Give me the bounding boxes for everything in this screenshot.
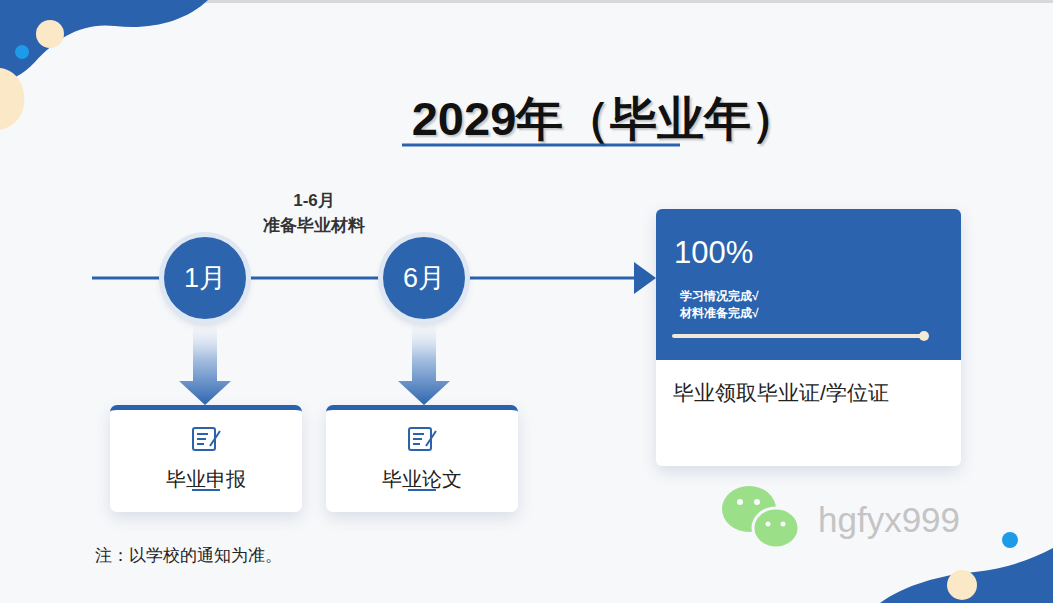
progress-knob — [919, 331, 929, 341]
result-text: 毕业领取毕业证/学位证 — [673, 379, 889, 407]
progress-bar — [674, 334, 924, 338]
connector — [398, 319, 450, 405]
form-icon — [409, 428, 436, 450]
timeline-stub — [92, 277, 165, 280]
icon-line — [413, 443, 420, 445]
period-label: 准备毕业材料 — [234, 214, 394, 237]
form-icon — [193, 428, 220, 450]
circle-text: 6月 — [403, 260, 445, 296]
connector — [246, 278, 383, 279]
icon-pen — [426, 431, 436, 446]
eye — [754, 499, 760, 505]
status-text: 学习情况完成√ — [680, 288, 759, 305]
eye — [766, 522, 771, 527]
icon-line — [413, 433, 424, 435]
text-underline — [192, 489, 220, 491]
block-arrow — [179, 319, 231, 405]
connector — [465, 262, 656, 294]
connector — [179, 319, 231, 405]
slide-title: 2029年（毕业年） — [380, 88, 830, 151]
icon-line — [197, 433, 208, 435]
task-box: 毕业论文 — [326, 405, 518, 512]
period-label: 1-6月 — [254, 189, 374, 212]
status-text: 材料准备完成√ — [680, 305, 759, 322]
timeline-line — [246, 277, 383, 280]
result-card: 100% 学习情况完成√材料准备完成√ 毕业领取毕业证/学位证 — [656, 209, 961, 466]
task-box: 毕业申报 — [110, 405, 302, 512]
icon-pen — [210, 431, 220, 446]
eye — [737, 499, 743, 505]
note-text: 注：以学校的通知为准。 — [95, 544, 282, 567]
arrow-head — [634, 262, 656, 294]
icon-line — [197, 443, 204, 445]
block-arrow — [398, 319, 450, 405]
icon-frame — [409, 428, 431, 450]
circle-text: 1月 — [184, 260, 226, 296]
month-circle: 1月 — [164, 237, 246, 319]
corner-blob — [880, 548, 1053, 603]
percent-text: 100% — [674, 235, 753, 271]
decor-dot — [947, 570, 977, 600]
timeline-line — [465, 277, 638, 280]
decor-dot — [15, 45, 29, 59]
icon-line — [413, 438, 422, 440]
box-text: 毕业申报 — [110, 466, 302, 493]
bubble — [753, 508, 799, 548]
icon-frame — [193, 428, 215, 450]
box-text: 毕业论文 — [326, 466, 518, 493]
watermark: hgfyx999 — [818, 500, 960, 540]
corner-blob — [0, 0, 208, 82]
eye — [781, 522, 786, 527]
icon-line — [197, 438, 206, 440]
decor-dot — [1002, 532, 1018, 548]
corner-blob — [0, 68, 24, 130]
decor-dot — [36, 20, 64, 48]
text-underline — [408, 489, 436, 491]
month-circle: 6月 — [383, 237, 465, 319]
wechat-icon — [722, 486, 799, 548]
